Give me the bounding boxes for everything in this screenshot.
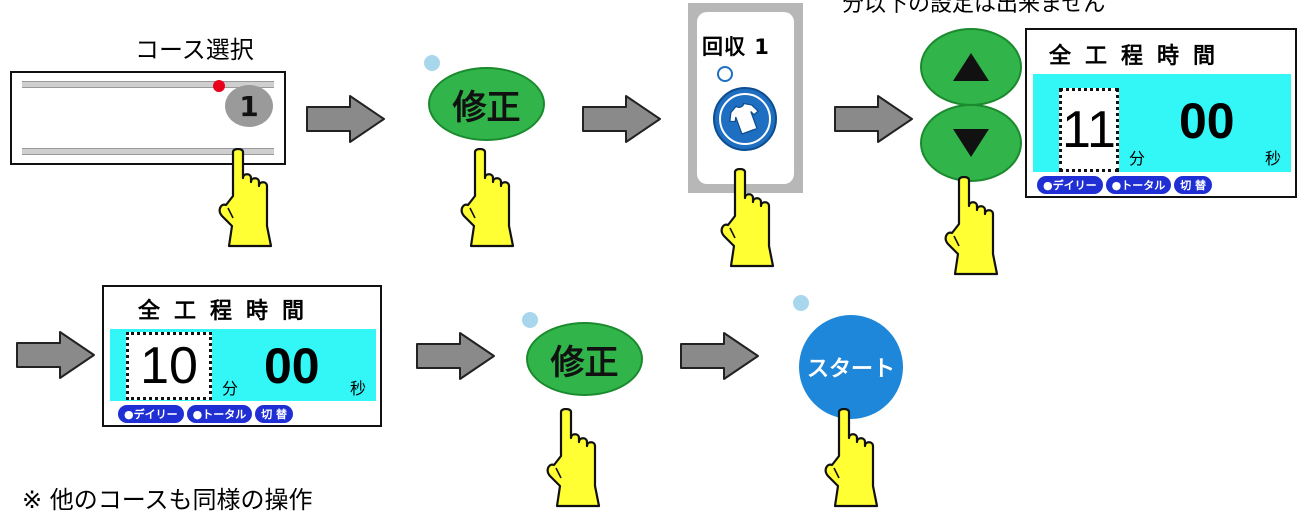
start-button[interactable]: スタート: [799, 315, 903, 419]
seconds-unit: 秒: [350, 379, 367, 398]
switch-button[interactable]: 切 替: [255, 405, 294, 423]
indicator-red-dot: [213, 80, 225, 92]
minutes-value[interactable]: 11: [1059, 88, 1119, 172]
panel-rule-bottom: [22, 148, 274, 155]
panel-rule-top: [22, 81, 274, 88]
fix-button[interactable]: 修正: [428, 67, 545, 141]
total-time-panel: 全工程時間 11 分 00 秒 ●デイリー ●トータル 切 替: [1025, 28, 1297, 198]
fix-button[interactable]: 修正: [526, 322, 643, 396]
minutes-unit: 分: [222, 379, 239, 398]
right-arrow-icon: [680, 332, 759, 380]
seconds-value: 00: [264, 338, 320, 394]
right-arrow-icon: [834, 95, 913, 143]
seconds-value: 00: [1179, 93, 1235, 149]
right-arrow-icon: [416, 332, 495, 380]
footnote: ※ 他のコースも同様の操作: [22, 486, 313, 514]
panel-header: 全工程時間: [138, 299, 319, 324]
mode-bar: ●デイリー ●トータル 切 替: [118, 405, 294, 423]
switch-button[interactable]: 切 替: [1174, 176, 1213, 194]
down-triangle-icon: [953, 129, 989, 157]
daily-button[interactable]: ●デイリー: [118, 405, 184, 423]
tapping-hand-icon: [824, 408, 879, 508]
tapping-hand-icon: [218, 148, 273, 248]
up-button[interactable]: [920, 28, 1022, 106]
panel-header: 全工程時間: [1049, 44, 1230, 69]
total-button[interactable]: ●トータル: [1105, 176, 1172, 194]
course-number-button[interactable]: 1: [225, 85, 273, 127]
course-select-label: コース選択: [135, 36, 254, 64]
down-button[interactable]: [920, 104, 1022, 182]
mode-bar: ●デイリー ●トータル 切 替: [1037, 176, 1213, 194]
minutes-unit: 分: [1129, 149, 1146, 168]
tapping-hand-icon: [944, 176, 999, 276]
total-button[interactable]: ●トータル: [186, 405, 253, 423]
shirt-icon: [713, 87, 777, 151]
tapping-hand-icon: [460, 148, 515, 248]
tapping-hand-icon: [546, 408, 601, 508]
right-arrow-icon: [16, 331, 95, 379]
total-time-panel: 全工程時間 10 分 00 秒 ●デイリー ●トータル 切 替: [102, 285, 382, 427]
right-arrow-icon: [306, 95, 385, 143]
tapping-hand-icon: [720, 168, 775, 268]
seconds-unit: 秒: [1265, 149, 1282, 168]
indicator-blue-dot: [522, 312, 538, 328]
up-triangle-icon: [953, 53, 989, 81]
minutes-value[interactable]: 10: [126, 332, 212, 400]
right-arrow-icon: [582, 95, 661, 143]
daily-button[interactable]: ●デイリー: [1037, 176, 1103, 194]
indicator-ring: [717, 66, 733, 82]
indicator-blue-dot: [793, 295, 809, 311]
top-note: 分以下の設定は出来ません: [842, 0, 1106, 17]
indicator-blue-dot: [424, 55, 440, 71]
recovery-label: 回収 1: [702, 35, 770, 59]
